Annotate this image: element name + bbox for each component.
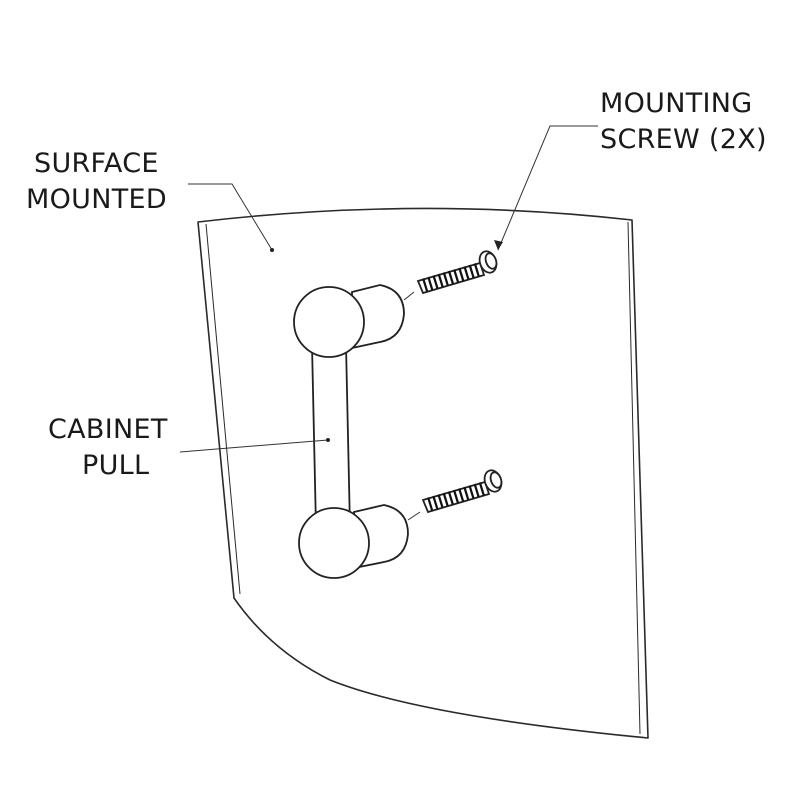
screw-thread [447, 270, 455, 285]
screw-thread [473, 483, 480, 498]
leader-surface-dot [270, 248, 274, 252]
screw-thread [427, 276, 434, 291]
leader-pull-dot [326, 438, 330, 442]
screw-thread [427, 497, 434, 511]
pull-post-upper [351, 284, 405, 350]
screw-thread [468, 264, 475, 279]
screw-thread [447, 491, 454, 505]
cabinet-pull [293, 284, 409, 579]
mounting-screw-lower [407, 469, 503, 521]
pull-bar [311, 344, 351, 529]
screw-thread [422, 278, 429, 292]
screw-thread [437, 273, 444, 288]
leader-pull [179, 439, 329, 453]
leader-screw-arrow [494, 240, 503, 250]
leader-screw [497, 125, 598, 251]
screw-thread [473, 263, 480, 277]
screw-thread [463, 266, 470, 280]
screw-thread [432, 495, 439, 510]
screw-thread [458, 488, 465, 502]
pull-knob-upper [293, 286, 365, 358]
pull-knob-lower [298, 507, 370, 579]
screw-thread [442, 272, 449, 286]
label-mounting-screw: MOUNTING SCREW (2X) [600, 88, 767, 155]
screw-thread [432, 275, 439, 289]
label-surface-mounted: SURFACE MOUNTED [26, 148, 168, 215]
screw-thread [463, 486, 470, 501]
cabinet-door [197, 207, 649, 739]
screw-thread [458, 267, 465, 282]
screw-thread [478, 482, 485, 496]
screw-thread [437, 494, 444, 508]
screw-thread [453, 269, 460, 283]
screw-thread [442, 492, 449, 507]
leader-surface [188, 183, 273, 251]
label-cabinet-pull: CABINET PULL [48, 414, 177, 481]
screw-thread [468, 485, 475, 499]
screw-thread [452, 489, 460, 504]
mounting-screw-upper [403, 250, 498, 301]
